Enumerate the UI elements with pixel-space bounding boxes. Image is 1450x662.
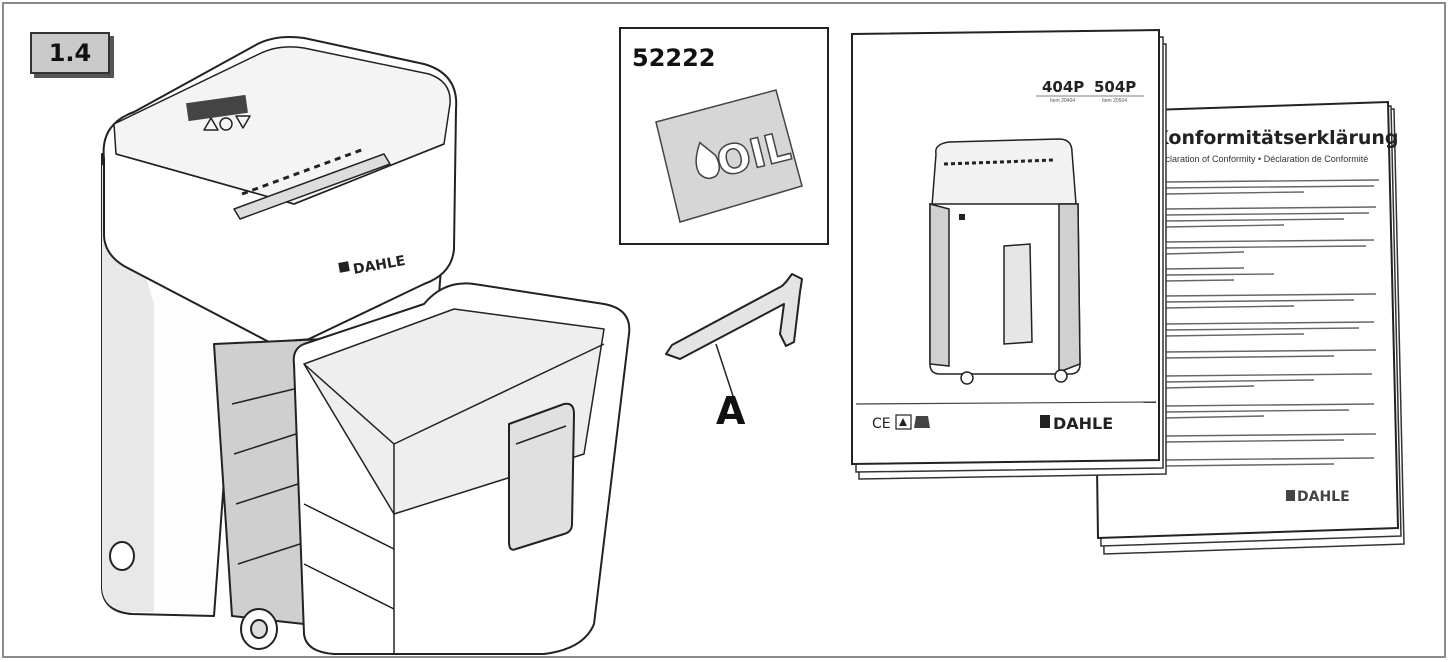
hex-key-tool xyxy=(665,273,803,400)
oil-part-number: 52222 xyxy=(632,44,716,72)
manual-ce-mark: CE xyxy=(872,416,891,432)
manual-model-2-sub: Item 20504 xyxy=(1102,98,1127,104)
warning-triangle-icon xyxy=(899,418,907,426)
declaration-title: Konformitätserklärung xyxy=(1154,127,1399,149)
declaration-subtitle: Declaration of Conformity • Déclaration … xyxy=(1154,154,1368,164)
shredder-illustration: DAHLE xyxy=(101,36,631,655)
operating-manual: 404P 504P Item 20404 Item 20504 CE xyxy=(851,28,1167,480)
manual-brand: DAHLE xyxy=(1053,414,1113,433)
manual-model-1-sub: Item 20404 xyxy=(1050,98,1075,104)
illustration: DAHLE 52222 OIL xyxy=(101,27,1405,655)
declaration-document: Konformitätserklärung Declaration of Con… xyxy=(1090,100,1405,555)
manual-model-1: 404P xyxy=(1042,78,1084,96)
oil-pack-box: 52222 OIL xyxy=(619,27,829,245)
declaration-body-text xyxy=(1163,179,1380,467)
oil-sachet xyxy=(655,89,803,223)
hex-key-callout: A xyxy=(716,389,746,433)
manual-cover-shredder xyxy=(929,138,1081,385)
oil-drop-icon xyxy=(695,141,721,180)
recycle-bin-icon xyxy=(914,416,930,428)
declaration-brand: DAHLE xyxy=(1297,489,1350,505)
manual-logo-mark xyxy=(1040,415,1050,428)
figure-number: 1.4 xyxy=(48,39,92,67)
figure-number-badge: 1.4 xyxy=(30,32,110,74)
manual-model-2: 504P xyxy=(1094,78,1136,96)
